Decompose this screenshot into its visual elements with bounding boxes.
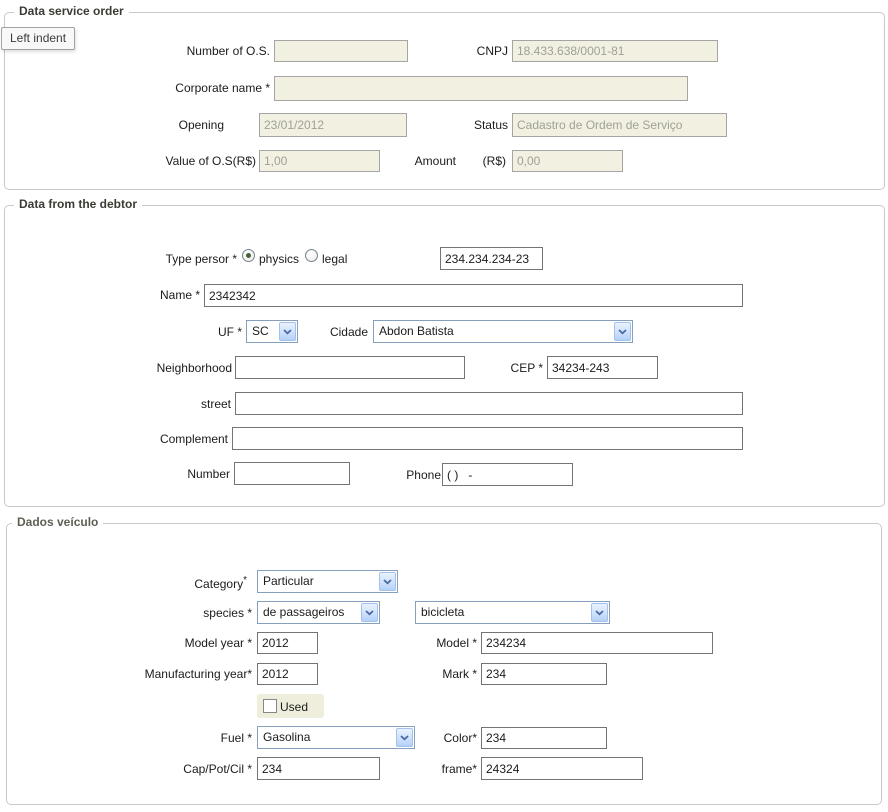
chevron-down-icon [400,735,409,741]
status-input [512,113,727,137]
used-checkbox[interactable] [263,699,277,713]
species-select-arrow-button[interactable] [361,603,378,622]
species-type-select[interactable]: bicicleta [415,601,610,624]
uf-select-arrow-button[interactable] [279,322,296,341]
species-select-value: de passageiros [263,605,344,619]
cep-input[interactable] [547,356,658,379]
cnpj-input [512,40,718,62]
number-input[interactable] [234,462,350,485]
species-type-select-arrow-button[interactable] [591,603,608,622]
street-input[interactable] [235,392,743,415]
complement-input[interactable] [232,427,743,450]
species-type-select-value: bicicleta [421,605,464,619]
legal-radio[interactable] [305,249,318,262]
data-service-order-legend: Data service order [14,4,129,18]
cap-pot-cil-input[interactable] [257,757,380,780]
physics-radio[interactable] [242,249,255,262]
mark-input[interactable] [481,663,607,685]
amount-input [512,150,623,172]
cidade-select-arrow-button[interactable] [614,322,631,341]
model-year-input[interactable] [257,632,318,654]
chevron-down-icon [595,610,604,616]
neighborhood-input[interactable] [235,356,465,379]
cidade-select[interactable]: Abdon Batista [373,320,633,343]
data-from-debtor-legend: Data from the debtor [14,197,142,211]
dados-veiculo-legend: Dados veículo [12,515,103,529]
number-of-os-input [274,40,408,62]
fuel-select[interactable]: Gasolina [257,726,415,749]
cidade-select-value: Abdon Batista [379,324,454,338]
chevron-down-icon [618,329,627,335]
category-select-arrow-button[interactable] [379,572,396,591]
opening-input [259,113,407,137]
category-select-value: Particular [263,574,314,588]
model-input[interactable] [481,632,713,654]
manufacturing-year-input[interactable] [257,663,318,685]
color-input[interactable] [481,727,607,749]
category-select[interactable]: Particular [257,570,398,593]
name-input[interactable] [204,284,743,307]
frame-input[interactable] [481,757,643,780]
uf-select[interactable]: SC [246,320,298,343]
left-indent-tooltip: Left indent [1,27,75,50]
dados-veiculo-section: Dados veículo [6,523,882,805]
chevron-down-icon [365,610,374,616]
chevron-down-icon [283,329,292,335]
value-of-os-input [259,150,380,172]
data-service-order-section: Data service order [4,12,885,190]
chevron-down-icon [383,579,392,585]
corporate-name-input [274,76,688,101]
fuel-select-arrow-button[interactable] [396,728,413,747]
uf-select-value: SC [252,324,269,338]
cpf-input[interactable] [440,247,543,270]
fuel-select-value: Gasolina [263,730,310,744]
species-select[interactable]: de passageiros [257,601,380,624]
phone-input[interactable] [442,463,573,486]
